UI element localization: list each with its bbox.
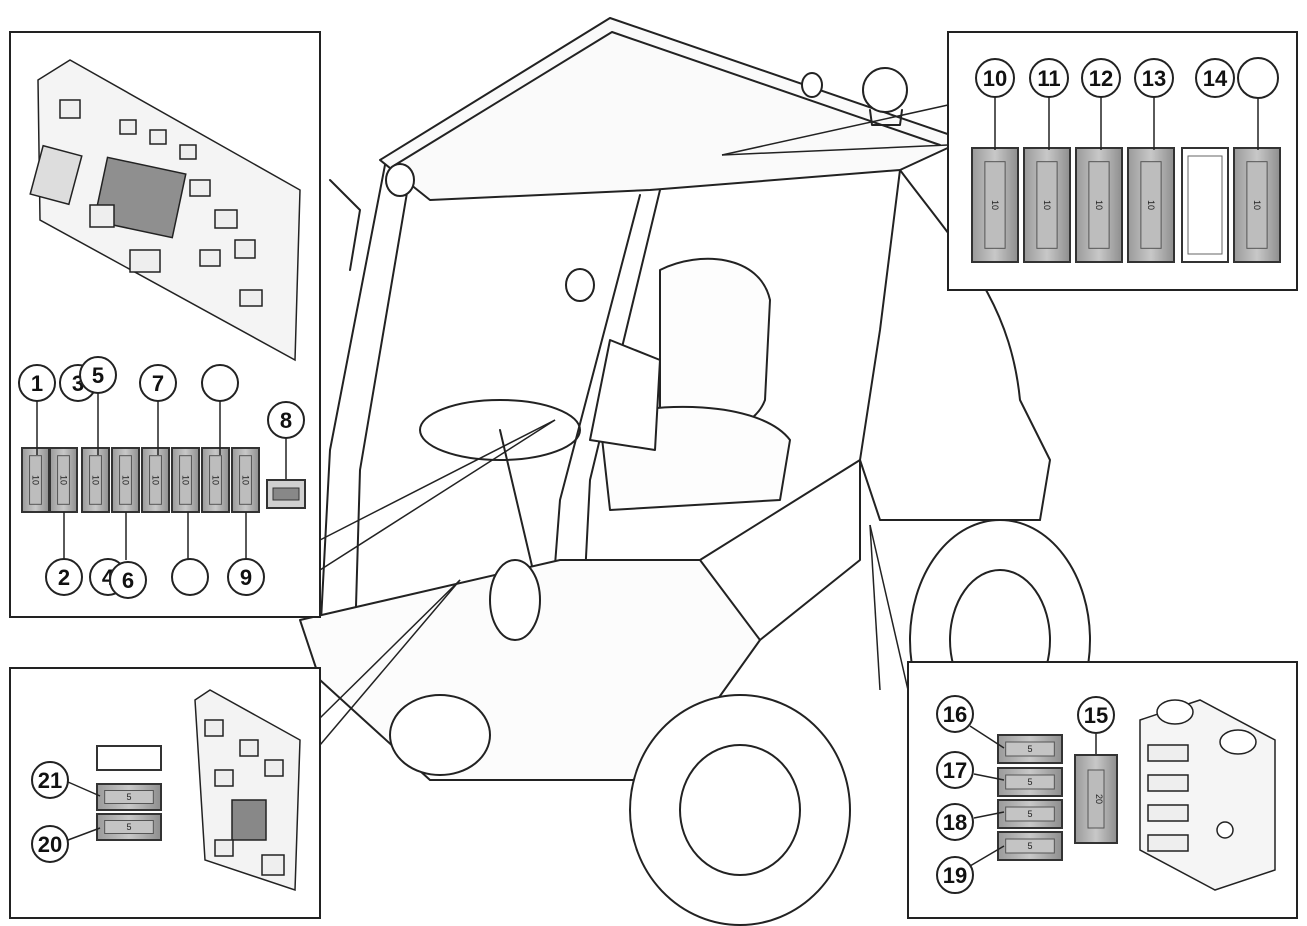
fuse-tl-3: 10 [81,447,110,513]
circuit-board [29,59,301,362]
fuse-tl-7-rating: 10 [211,475,221,485]
callout-11-label: 11 [1037,66,1060,91]
fuse-tl-1: 10 [21,447,50,513]
callout-14-label: 14 [1203,66,1228,91]
callout-15: 15 [1077,696,1115,734]
fuse-21-rating: 5 [126,792,131,802]
callout-16: 16 [936,695,974,733]
fuse-tr-1-rating: 10 [990,200,1000,210]
callout-11: 11 [1029,58,1069,98]
panel-bottom-left: 55 [9,667,321,919]
callout-13: 13 [1134,58,1174,98]
fuse-tr-2: 10 [1023,147,1071,263]
fuse-19: 5 [997,831,1063,861]
circuit-board-small [194,689,301,892]
fuse-17: 5 [997,767,1063,797]
callout-17: 17 [936,751,974,789]
fuse-tl-3-rating: 10 [91,475,101,485]
fuse-tr-4: 10 [1127,147,1175,263]
callout-14: 14 [1195,58,1235,98]
fuse-18: 5 [997,799,1063,829]
fuse-slot-empty-tr [1181,147,1229,263]
leader-lines [319,104,949,746]
callout-18: 18 [936,803,974,841]
callout-blank-top [201,364,239,402]
fuse-col-bottom-right: 5 5 5 5 [969,725,1097,867]
fuse-tr-4-rating: 10 [1146,200,1156,210]
callout-9-label: 9 [240,565,252,590]
callout-2: 2 [45,558,83,596]
callout-13-label: 13 [1142,66,1166,91]
callout-1: 1 [18,364,56,402]
fuse-tr-6: 10 [1233,147,1281,263]
callout-8: 8 [267,401,305,439]
fuse-tr-6-rating: 10 [1252,200,1262,210]
fuse-tl-6-rating: 10 [181,475,191,485]
fuse-tr-3-rating: 10 [1094,200,1104,210]
callout-7: 7 [139,364,177,402]
fuse-21: 5 [96,783,162,811]
callout-2-label: 2 [58,565,70,590]
callout-blank-bottom [171,558,209,596]
callout-9: 9 [227,558,265,596]
callout-12: 12 [1081,58,1121,98]
callout-10-label: 10 [983,66,1007,91]
callout-6-label: 6 [122,568,134,593]
fuse-tr-2-rating: 10 [1042,200,1052,210]
callout-12-label: 12 [1089,66,1113,91]
fuse-15-rating: 20 [1094,794,1104,804]
fuse-16-rating: 5 [1027,744,1032,754]
fuse-17-rating: 5 [1027,777,1032,787]
fuse-tl-5-rating: 10 [151,475,161,485]
callout-8-label: 8 [280,408,292,433]
callout-15-label: 15 [1084,703,1108,728]
callout-21-label: 21 [38,768,62,793]
fuse-20: 5 [96,813,162,841]
callout-1-label: 1 [31,371,43,396]
callout-20: 20 [31,825,69,863]
callout-5: 5 [79,356,117,394]
fuse-tr-1: 10 [971,147,1019,263]
fuse-18-rating: 5 [1027,809,1032,819]
fuse-holder-block [1139,699,1276,891]
fuse-slot-empty [96,745,162,771]
fuse-tl-2-rating: 10 [59,475,69,485]
fuse-tr-3: 10 [1075,147,1123,263]
callout-10: 10 [975,58,1015,98]
callout-5-label: 5 [92,363,104,388]
fuse-tl-4: 10 [111,447,140,513]
fuse-row-top-left: 10 10 10 10 10 10 10 10 [21,393,287,560]
fuse-tl-8: 10 [231,447,260,513]
fuse-20-rating: 5 [126,822,131,832]
fuse-tl-6: 10 [171,447,200,513]
callout-6: 6 [109,561,147,599]
fuse-tl-2: 10 [49,447,78,513]
fuse-tl-4-rating: 10 [121,475,131,485]
fuse-col-bottom-left: 55 [67,781,162,841]
fuse-tl-1-rating: 10 [31,475,41,485]
fuse-tl-5: 10 [141,447,170,513]
callout-21: 21 [31,761,69,799]
vehicle-illustration [299,17,1091,926]
callout-17-label: 17 [943,758,967,783]
fuse-15: 20 [1074,754,1118,844]
callout-20-label: 20 [38,832,62,857]
fuse-19-rating: 5 [1027,841,1032,851]
callout-19-label: 19 [943,863,967,888]
callout-19: 19 [936,856,974,894]
callout-blank-tr [1237,57,1279,99]
panel-top-left: 10 10 10 10 10 10 10 10 [9,31,321,618]
callout-7-label: 7 [152,371,164,396]
callout-18-label: 18 [943,810,967,835]
callout-16-label: 16 [943,702,967,727]
fuse-16: 5 [997,734,1063,764]
fuse-row-top-right: 10 10 10 10 10 [971,97,1281,263]
fuse-tl-7: 10 [201,447,230,513]
fuse-tl-8-rating: 10 [241,475,251,485]
